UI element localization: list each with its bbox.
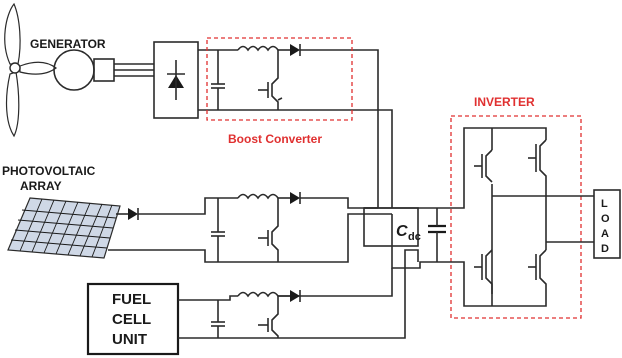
generator-icon bbox=[53, 49, 115, 91]
boost-converter-fuel-cell bbox=[178, 249, 419, 339]
cdc-label: C bbox=[396, 223, 408, 240]
cdc-sub-label: dc bbox=[408, 231, 421, 243]
generator-label: GENERATOR bbox=[30, 37, 106, 51]
boost-converter-pv bbox=[108, 192, 392, 263]
fuel-cell-label-line1: FUEL bbox=[112, 291, 151, 308]
load-letter-a: A bbox=[601, 228, 609, 240]
load-letter-d: D bbox=[601, 243, 609, 255]
wind-turbine-icon bbox=[4, 2, 58, 138]
inverter-box bbox=[450, 115, 582, 319]
dc-link-bus bbox=[363, 207, 450, 269]
three-phase-lines bbox=[114, 63, 154, 77]
fuel-cell-label-line2: CELL bbox=[112, 311, 151, 328]
load-box bbox=[593, 189, 621, 259]
boost-converter-generator bbox=[198, 44, 393, 208]
fuel-cell-box bbox=[86, 282, 180, 356]
rectifier-icon bbox=[153, 41, 199, 119]
load-letter-l: L bbox=[601, 198, 608, 210]
solar-panel-icon bbox=[7, 197, 121, 259]
pv-label-line1: PHOTOVOLTAIC bbox=[2, 164, 96, 178]
fuel-cell-label-line3: UNIT bbox=[112, 331, 147, 348]
inverter-label: INVERTER bbox=[474, 95, 535, 109]
load-letter-o: O bbox=[601, 213, 610, 225]
inverter-switches bbox=[450, 127, 594, 307]
boost-converter-label: Boost Converter bbox=[228, 132, 322, 146]
boost-converter-box bbox=[206, 37, 353, 121]
pv-label-line2: ARRAY bbox=[20, 179, 62, 193]
